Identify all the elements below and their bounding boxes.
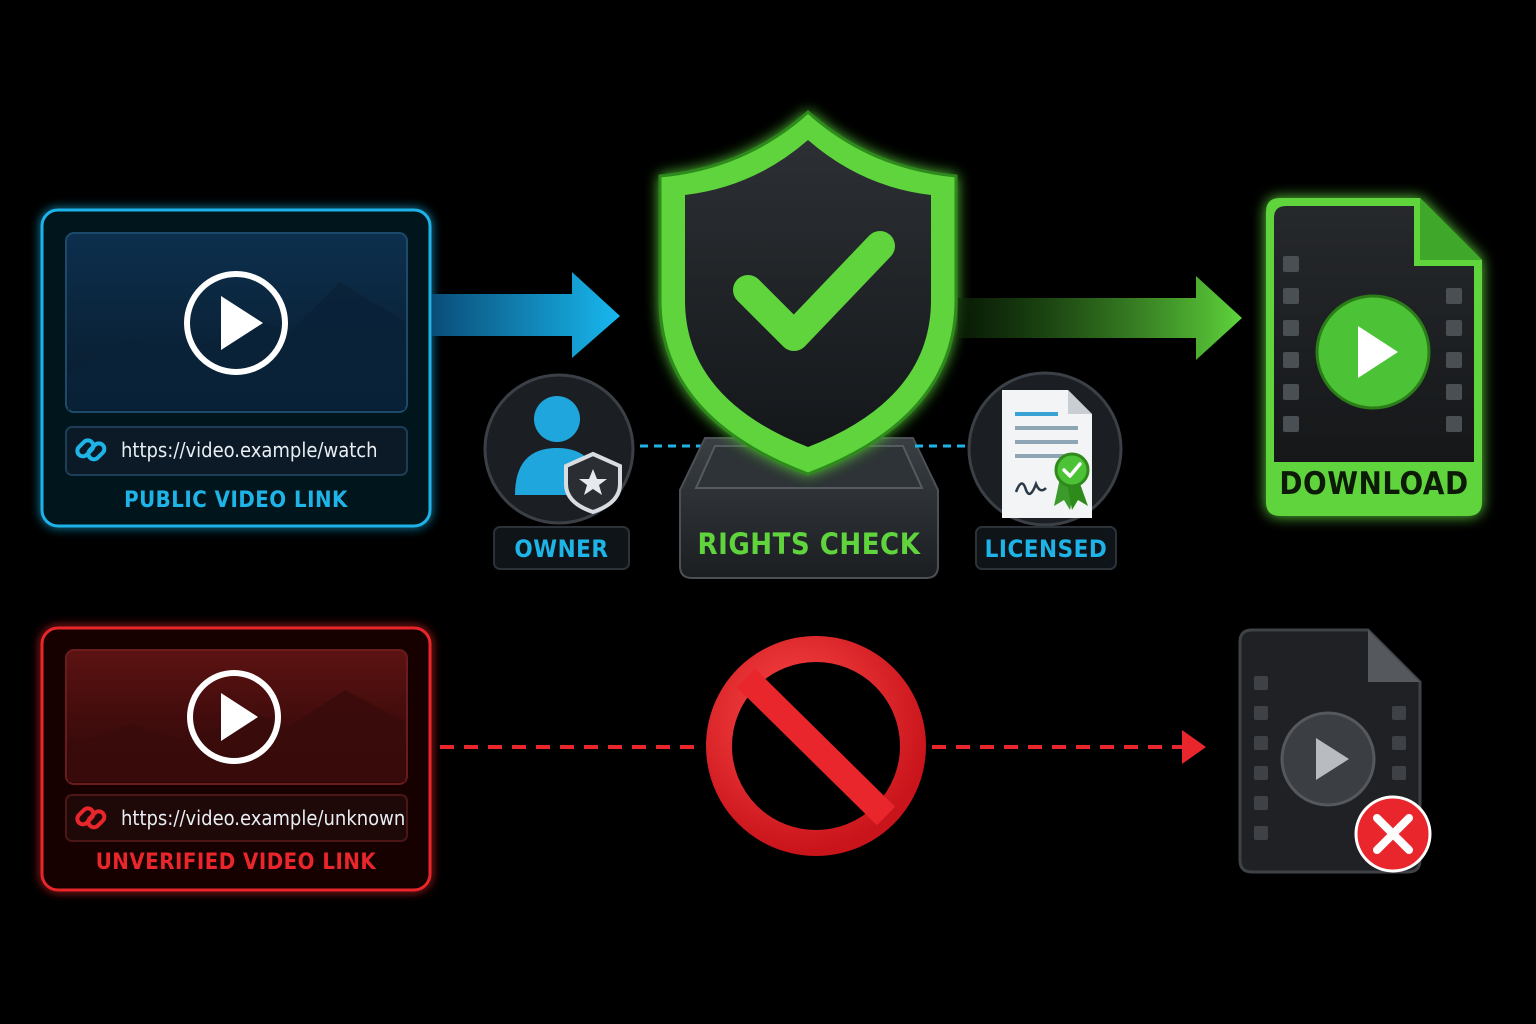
- download-play-icon: [1315, 294, 1431, 410]
- link-icon: [75, 438, 107, 462]
- public-video-card: [40, 208, 432, 528]
- user-shield-icon: [515, 396, 622, 515]
- unverified-video-label: UNVERIFIED VIDEO LINK: [95, 850, 377, 875]
- public-video-label: PUBLIC VIDEO LINK: [124, 488, 348, 513]
- licensed-label: LICENSED: [984, 535, 1108, 563]
- public-video-url: https://video.example/watch: [121, 438, 378, 462]
- document-certificate-icon: [1002, 390, 1092, 518]
- blocked-file: [1238, 628, 1432, 874]
- download-file: [1266, 198, 1482, 516]
- arrow-to-download: [958, 276, 1242, 360]
- play-icon: [187, 670, 281, 764]
- unverified-video-url: https://video.example/unknown: [121, 806, 406, 830]
- play-icon: [184, 271, 288, 375]
- link-icon: [75, 806, 107, 830]
- blocked-arrowhead: [1182, 730, 1206, 764]
- arrow-to-rights-check: [432, 272, 620, 358]
- unverified-video-card: [40, 626, 432, 892]
- download-label: DOWNLOAD: [1279, 466, 1469, 502]
- blocked-play-icon: [1280, 711, 1376, 807]
- rights-check-label: RIGHTS CHECK: [697, 527, 921, 561]
- owner-label: OWNER: [514, 535, 609, 563]
- x-circle-icon: [1354, 795, 1432, 873]
- shield-check-icon: [658, 109, 958, 476]
- film-perforations: [1283, 256, 1462, 432]
- prohibited-icon: [706, 636, 926, 856]
- licensed-badge: [967, 371, 1123, 570]
- owner-badge: [483, 373, 635, 570]
